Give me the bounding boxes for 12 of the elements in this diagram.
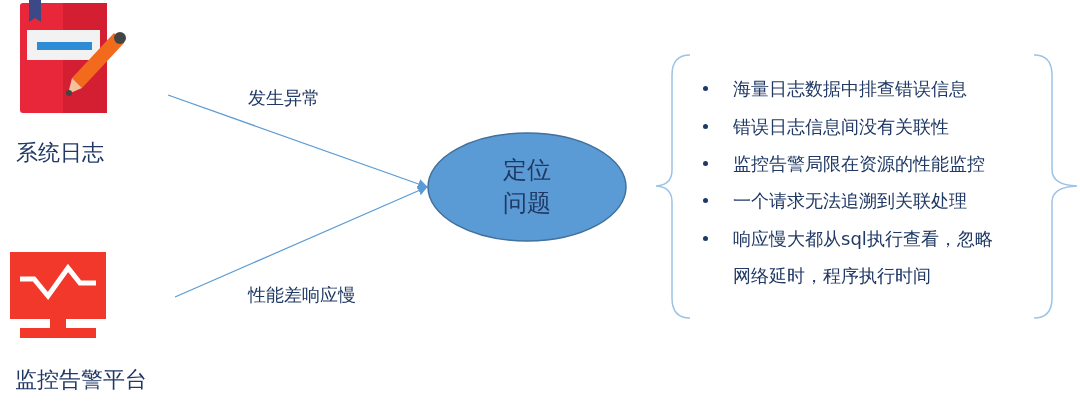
bullet-text: 响应慢大都从sql执行查看，忽略网络延时，程序执行时间 xyxy=(733,227,994,288)
edge-label: 性能差响应慢 xyxy=(248,284,356,306)
node-label: 系统日志 xyxy=(16,140,104,166)
arrow xyxy=(174,186,428,298)
bullet-text: 海量日志数据中排查错误信息 xyxy=(733,77,968,101)
edge-label: 发生异常 xyxy=(248,87,320,109)
bullet-text: 错误日志信息间没有关联性 xyxy=(733,115,950,139)
node-label: 监控告警平台 xyxy=(15,367,147,393)
bullet-text: 监控告警局限在资源的性能监控 xyxy=(733,152,986,176)
bullet-text: 一个请求无法追溯到关联处理 xyxy=(733,189,968,213)
ellipse-node: 定位问题 xyxy=(427,132,627,242)
arrow xyxy=(167,94,428,189)
